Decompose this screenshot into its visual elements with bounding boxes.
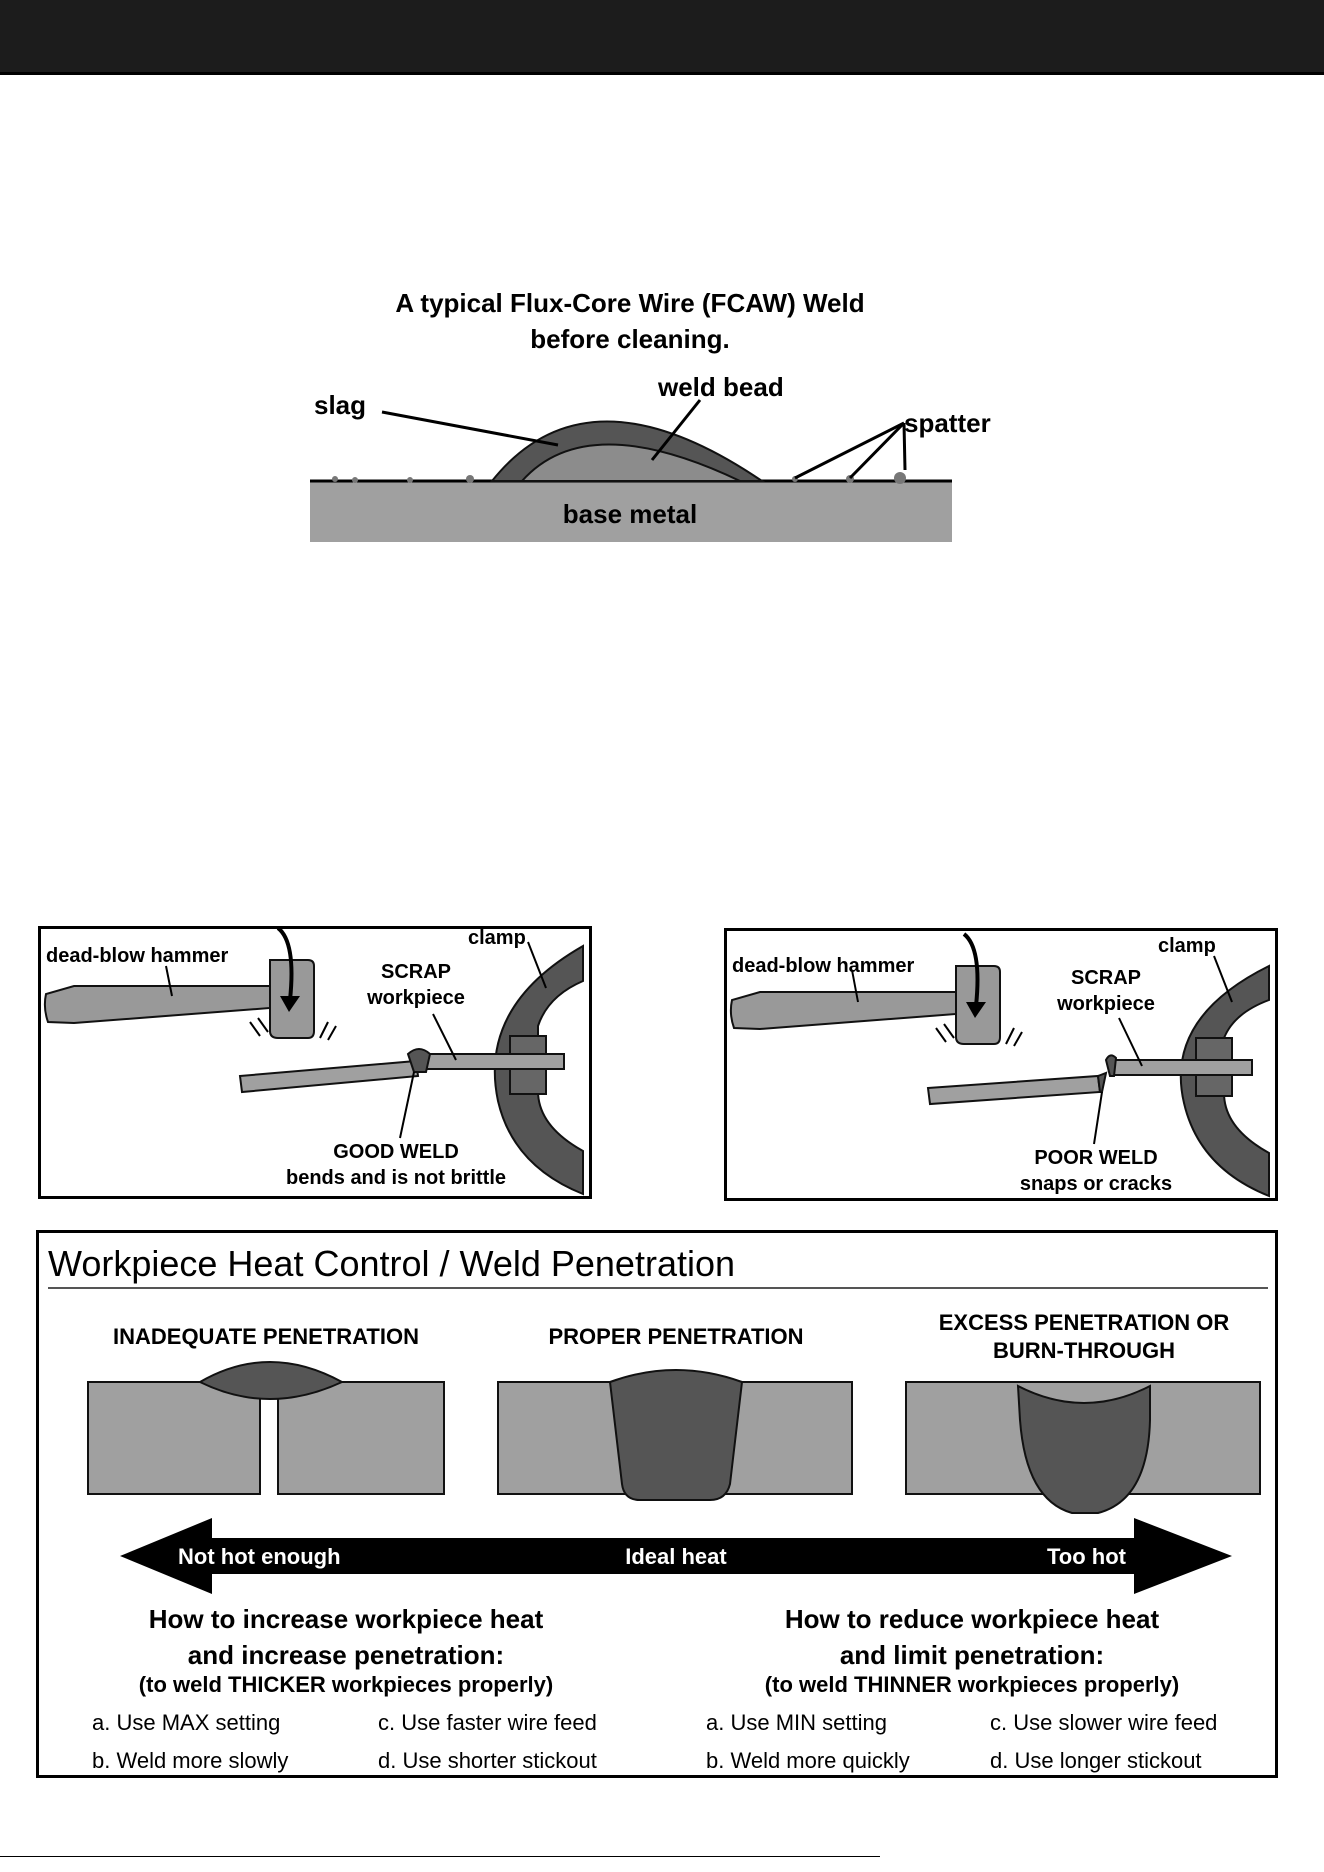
increase-step-d: d. Use shorter stickout (378, 1748, 597, 1773)
fcaw-weld-diagram: A typical Flux-Core Wire (FCAW) Weld bef… (310, 288, 991, 542)
reduce-subheading: (to weld THINNER workpieces properly) (765, 1672, 1179, 1697)
reduce-heading-2: and limit penetration: (840, 1640, 1104, 1670)
heat-control-panel: Workpiece Heat Control / Weld Penetratio… (36, 1230, 1278, 1778)
arrow-too-hot: Too hot (1047, 1544, 1127, 1569)
swing-arrow-head (280, 996, 300, 1012)
poor-weld-desc: snaps or cracks (1020, 1173, 1172, 1195)
swing-arrow (962, 932, 980, 1007)
hammer-leader (165, 965, 173, 997)
good-weld-desc: bends and is not brittle (286, 1167, 506, 1189)
workpiece-left (238, 1059, 420, 1094)
reduce-step-b: b. Weld more quickly (706, 1748, 910, 1773)
bend-test-good-panel: dead-blow hammer clamp SCRAP workpiece G… (38, 926, 592, 1199)
weld-bead (519, 443, 741, 482)
scrap-leader (1118, 1017, 1143, 1067)
label-clamp: clamp (468, 927, 526, 949)
slag-leader (381, 410, 559, 447)
good-weld-title: GOOD WELD (333, 1141, 459, 1163)
hammer-leader (851, 969, 859, 1003)
increase-heading-1: How to increase workpiece heat (149, 1604, 544, 1634)
bend-test-poor-panel: dead-blow hammer clamp SCRAP workpiece P… (724, 928, 1278, 1201)
weld-leader (1093, 1091, 1103, 1145)
scrap-leader (432, 1013, 457, 1061)
swing-arrow (276, 926, 294, 1001)
clamp-leader (527, 941, 547, 989)
label-inadequate-penetration: INADEQUATE PENETRATION (113, 1324, 419, 1349)
impact-mark (1013, 1031, 1023, 1047)
label-dead-blow-hammer: dead-blow hammer (46, 945, 228, 967)
inadequate-plate-left (87, 1381, 261, 1495)
spatter-dot (352, 477, 358, 483)
workpiece-right (1111, 1059, 1253, 1076)
arrow-not-hot-enough: Not hot enough (178, 1544, 341, 1569)
spatter-dot (894, 472, 906, 484)
poor-weld-title: POOR WELD (1034, 1147, 1157, 1169)
label-base-metal: base metal (563, 499, 697, 529)
label-excess-penetration: EXCESS PENETRATION OR (939, 1310, 1230, 1335)
label-burn-through: BURN-THROUGH (993, 1338, 1175, 1363)
excess-weld (1016, 1384, 1151, 1514)
weld-joint (406, 1048, 432, 1073)
label-slag: slag (314, 390, 366, 420)
swing-arrow-head (966, 1002, 986, 1018)
spatter-leader (902, 422, 907, 471)
increase-subheading: (to weld THICKER workpieces properly) (139, 1672, 553, 1697)
weld-bead-leader (650, 399, 702, 461)
spatter-dot (407, 477, 413, 483)
increase-step-c: c. Use faster wire feed (378, 1710, 597, 1735)
impact-mark (327, 1025, 337, 1041)
broken-weld-right (1104, 1054, 1118, 1077)
arrow-ideal-heat: Ideal heat (625, 1544, 727, 1569)
label-spatter: spatter (904, 408, 991, 438)
clamp-leader (1213, 955, 1233, 1003)
clamp-shape (493, 944, 584, 1196)
label-workpiece: workpiece (1056, 993, 1155, 1015)
label-scrap: SCRAP (1071, 967, 1141, 989)
increase-step-a: a. Use MAX setting (92, 1710, 280, 1735)
impact-mark (935, 1027, 947, 1043)
inadequate-plate-right (277, 1381, 445, 1495)
heat-control-title: Workpiece Heat Control / Weld Penetratio… (48, 1243, 735, 1284)
impact-mark (943, 1023, 955, 1039)
increase-heading-2: and increase penetration: (188, 1640, 504, 1670)
spatter-dot (332, 476, 338, 482)
label-proper-penetration: PROPER PENETRATION (548, 1324, 803, 1349)
fcaw-title-line1: A typical Flux-Core Wire (FCAW) Weld (395, 288, 864, 318)
label-clamp: clamp (1158, 935, 1216, 957)
fcaw-title-line2: before cleaning. (530, 324, 729, 354)
impact-mark (249, 1021, 261, 1037)
clamp-shape (1179, 964, 1270, 1198)
reduce-step-d: d. Use longer stickout (990, 1748, 1202, 1773)
spatter-leader (794, 421, 905, 480)
increase-step-b: b. Weld more slowly (92, 1748, 288, 1773)
spatter-dot (466, 475, 474, 483)
reduce-step-c: c. Use slower wire feed (990, 1710, 1217, 1735)
workpiece-right (415, 1053, 565, 1070)
reduce-step-a: a. Use MIN setting (706, 1710, 887, 1735)
weld-leader (399, 1071, 415, 1139)
footer-rule (0, 1856, 880, 1857)
base-metal-block (310, 481, 952, 542)
label-dead-blow-hammer: dead-blow hammer (732, 955, 914, 977)
label-weld-bead: weld bead (657, 372, 784, 402)
proper-weld (608, 1369, 744, 1501)
page-header-bar (0, 0, 1324, 75)
spatter-leader (848, 421, 906, 480)
impact-mark (319, 1021, 329, 1039)
impact-mark (257, 1017, 269, 1033)
reduce-heading-1: How to reduce workpiece heat (785, 1604, 1160, 1634)
header-underline (0, 72, 1324, 74)
label-scrap: SCRAP (381, 961, 451, 983)
label-workpiece: workpiece (366, 987, 465, 1009)
impact-mark (1005, 1027, 1015, 1045)
heat-arrow (120, 1518, 1232, 1594)
inadequate-weld (197, 1361, 345, 1400)
